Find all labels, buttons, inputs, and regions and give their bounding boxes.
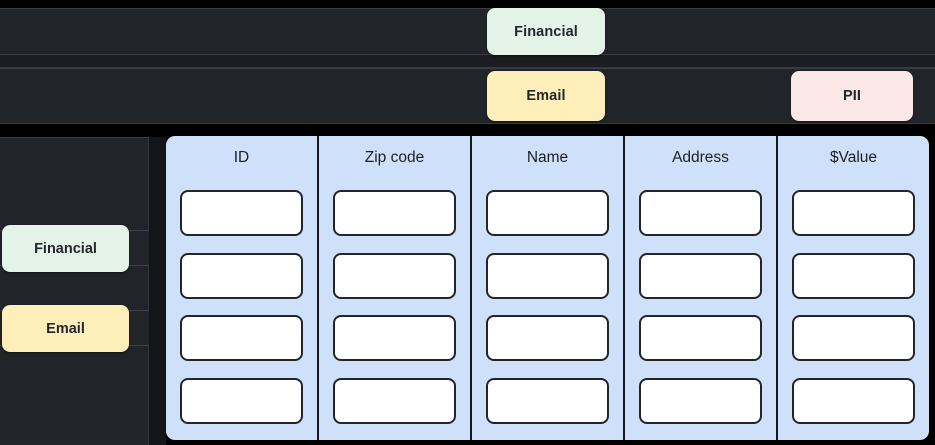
tag-email-top[interactable]: Email — [487, 71, 605, 121]
sidebar-gutter — [149, 137, 166, 445]
table-cell[interactable] — [180, 252, 303, 299]
column-cells — [319, 180, 470, 440]
tag-row-1-background — [0, 8, 935, 55]
column-cells — [778, 180, 929, 440]
table-cell[interactable] — [792, 252, 915, 299]
table-cell[interactable] — [180, 315, 303, 362]
table-column: ID — [166, 136, 319, 440]
table-column: Zip code — [319, 136, 472, 440]
table-column: Name — [472, 136, 625, 440]
column-cells — [166, 180, 317, 440]
column-cells — [625, 180, 776, 440]
column-header[interactable]: $Value — [829, 149, 878, 166]
table-cell[interactable] — [333, 252, 456, 299]
sidebar — [0, 137, 149, 445]
tag-pii-top[interactable]: PII — [791, 71, 913, 121]
column-header[interactable]: Address — [672, 149, 729, 166]
table-cell[interactable] — [486, 377, 609, 424]
table-cell[interactable] — [486, 252, 609, 299]
sidebar-tag-financial[interactable]: Financial — [2, 225, 129, 272]
table-cell[interactable] — [792, 315, 915, 362]
table-cell[interactable] — [792, 377, 915, 424]
table-cell[interactable] — [486, 315, 609, 362]
data-table: ID Zip code Name Address $Value — [166, 136, 929, 440]
table-cell[interactable] — [639, 252, 762, 299]
sidebar-tag-email[interactable]: Email — [2, 305, 129, 352]
tag-row-2-background — [0, 68, 935, 124]
table-cell[interactable] — [333, 377, 456, 424]
tag-financial-top[interactable]: Financial — [487, 8, 605, 55]
tag-row-separator — [0, 55, 935, 68]
table-column: Address — [625, 136, 778, 440]
column-cells — [472, 180, 623, 440]
table-cell[interactable] — [792, 190, 915, 237]
table-cell[interactable] — [639, 315, 762, 362]
table-cell[interactable] — [333, 315, 456, 362]
column-header[interactable]: ID — [233, 149, 250, 166]
table-cell[interactable] — [180, 190, 303, 237]
column-header[interactable]: Zip code — [364, 149, 425, 166]
table-cell[interactable] — [180, 377, 303, 424]
column-header[interactable]: Name — [526, 149, 569, 166]
table-column: $Value — [778, 136, 929, 440]
table-cell[interactable] — [639, 377, 762, 424]
table-cell[interactable] — [639, 190, 762, 237]
table-cell[interactable] — [486, 190, 609, 237]
table-cell[interactable] — [333, 190, 456, 237]
